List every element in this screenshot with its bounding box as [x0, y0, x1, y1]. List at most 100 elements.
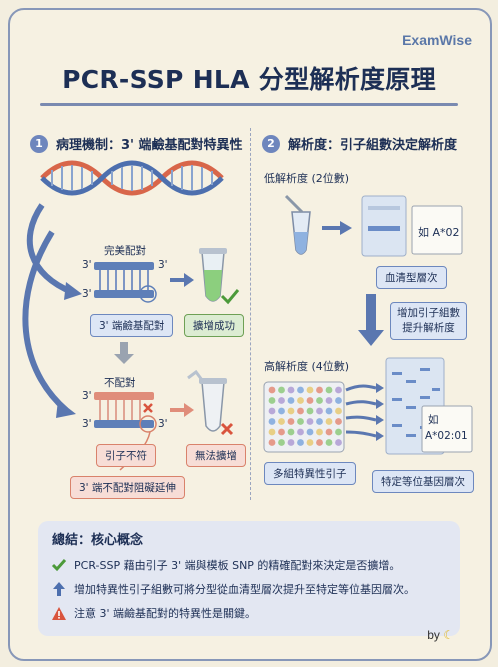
plate-well [287, 397, 295, 404]
plate-well [335, 386, 342, 394]
prime-top-match: 3' [82, 259, 92, 271]
plate-well [316, 386, 323, 394]
plate-well [268, 386, 276, 394]
plate-well [325, 439, 333, 446]
section-2-title: 解析度：引子組數決定解析度 [288, 138, 458, 153]
section-1-number: 1 [30, 134, 48, 153]
fan-arrows [345, 384, 377, 438]
plate-well [287, 386, 295, 394]
curve-arrow-upper [26, 203, 74, 295]
plate-well [268, 397, 276, 404]
plate-well [287, 428, 295, 436]
summary-point-1-text: PCR-SSP 藉由引子 3' 端與模板 SNP 的精確配對來決定是否擴增。 [74, 559, 401, 572]
plate-well [306, 407, 314, 415]
section-2-heading: 2 解析度：引子組數決定解析度 [262, 134, 457, 153]
plate-well [297, 439, 304, 446]
increase-line-1: 增加引子組數 [397, 307, 460, 319]
low-example-card [411, 205, 463, 255]
plate-well [316, 439, 323, 446]
increase-line-2: 提升解析度 [402, 322, 455, 334]
title-divider [40, 103, 458, 106]
summary-point-3-text: 注意 3' 端鹼基配對的特異性是關鍵。 [74, 607, 257, 620]
brand-logo: ExamWise [402, 32, 472, 48]
low-gel-icon [361, 195, 407, 257]
plate-well [325, 386, 333, 394]
low-res-label: 低解析度 (2位數) [264, 172, 350, 185]
plate-well [306, 418, 314, 425]
by-credit: by ☾ [427, 628, 454, 642]
plate-well [297, 407, 304, 415]
high-example-card [421, 405, 473, 453]
no-amplify-pill: 無法擴增 [186, 444, 246, 467]
increase-pill: 增加引子組數 提升解析度 [390, 302, 467, 340]
prime-right-match: 3' [158, 259, 168, 271]
low-example: 如 A*02 [418, 226, 460, 239]
plate-well [335, 407, 342, 415]
multi-primer-pill: 多組特異性引子 [264, 462, 356, 485]
curve-arrow-lower [22, 230, 68, 413]
plate-well [278, 407, 285, 415]
block-pill: 3' 端不配對阻礙延伸 [70, 476, 185, 499]
plate-well [335, 397, 342, 404]
banana-icon: ☾ [443, 628, 454, 642]
primer-mismatch-pill: 引子不符 [96, 444, 156, 467]
check-icon [220, 289, 240, 305]
plate-well [268, 407, 276, 415]
page-title: PCR-SSP HLA 分型解析度原理 [62, 65, 436, 94]
amplify-pill: 擴增成功 [184, 314, 244, 337]
plate-well [287, 418, 295, 425]
summary-title: 總結：核心概念 [52, 533, 144, 548]
cross-icon [220, 422, 234, 436]
plate-well [278, 386, 285, 394]
mismatch-primer-template [94, 392, 157, 471]
section-1-heading: 1 病理機制：3' 端鹼基配對特異性 [30, 134, 243, 153]
check-icon [50, 558, 68, 572]
plate-well [287, 439, 295, 446]
serotype-pill: 血清型層次 [376, 266, 447, 289]
plate-well [335, 428, 342, 436]
dna-helix-icon [40, 160, 224, 196]
plate-well [306, 428, 314, 436]
match-label: 完美配對 [104, 245, 146, 257]
plate-well [316, 418, 323, 425]
prime-top-mismatch: 3' [82, 390, 92, 402]
plate-well [306, 439, 314, 446]
plate-well [278, 439, 285, 446]
section-1-title: 病理機制：3' 端鹼基配對特異性 [56, 138, 243, 153]
plate-well [316, 407, 323, 415]
plate-well [278, 428, 285, 436]
summary-point-3: 注意 3' 端鹼基配對的特異性是關鍵。 [50, 605, 256, 621]
plate-well [297, 428, 304, 436]
plate-well [335, 418, 342, 425]
multiwell-plate-icon [263, 381, 345, 453]
plate-well [278, 418, 285, 425]
plate-well [268, 428, 276, 436]
tube-success-icon [199, 248, 227, 302]
plate-well [335, 439, 342, 446]
plate-well [268, 439, 276, 446]
section-divider [250, 128, 252, 500]
plate-well [306, 386, 314, 394]
high-res-label: 高解析度 (4位數) [264, 360, 350, 373]
section-2-number: 2 [262, 134, 280, 153]
high-example-line1: 如 [428, 414, 439, 426]
summary-point-1: PCR-SSP 藉由引子 3' 端與模板 SNP 的精確配對來決定是否擴增。 [50, 557, 400, 573]
plate-well [297, 397, 304, 404]
plate-well [297, 386, 304, 394]
high-example-line2: A*02:01 [425, 430, 468, 442]
plate-well [297, 418, 304, 425]
plate-well [325, 407, 333, 415]
plate-well [268, 418, 276, 425]
tube-fail-icon [187, 369, 227, 432]
plate-well [278, 397, 285, 404]
prime-bottom-match: 3' [82, 288, 92, 300]
plate-well [325, 418, 333, 425]
plate-well [306, 397, 314, 404]
mismatch-label: 不配對 [104, 377, 136, 389]
pipette-tube-icon [284, 194, 311, 255]
plate-well [316, 397, 323, 404]
plate-well [287, 407, 295, 415]
plate-well [325, 397, 333, 404]
plate-well [316, 428, 323, 436]
